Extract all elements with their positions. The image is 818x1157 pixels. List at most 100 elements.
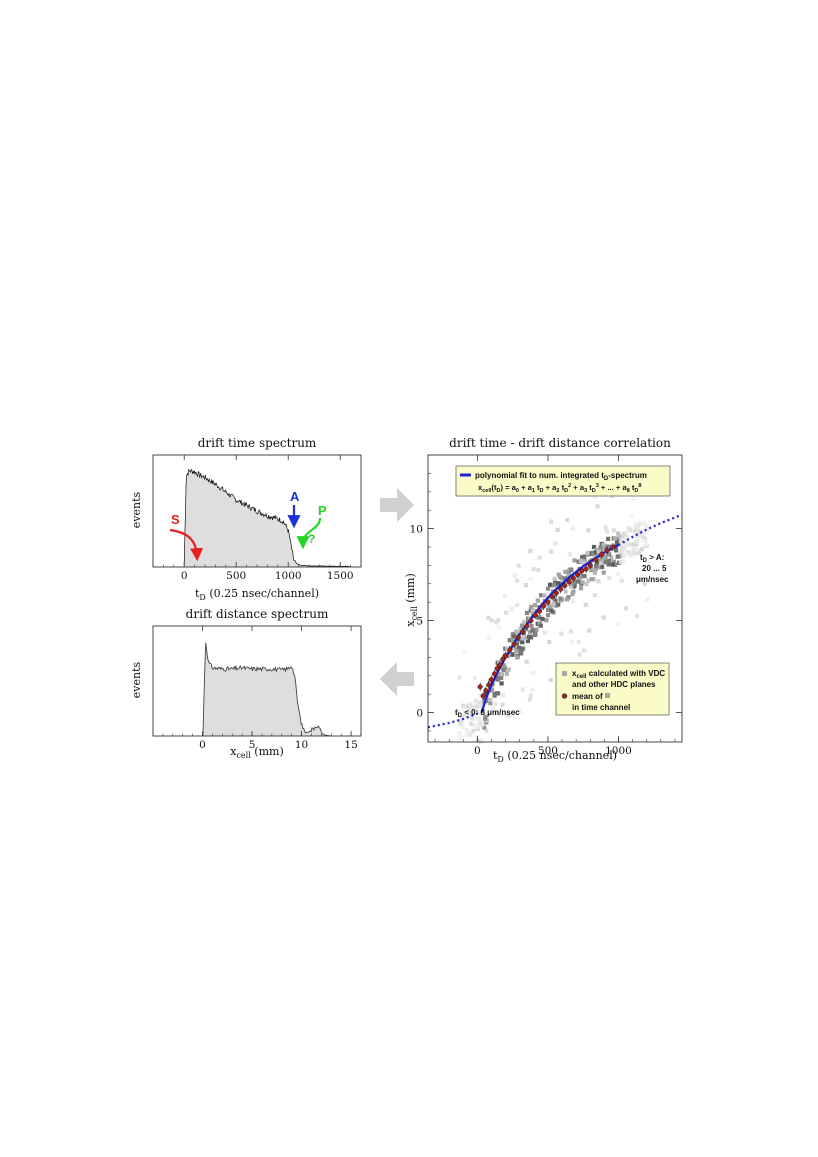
extrapolation-negative	[427, 711, 482, 729]
density-cell	[563, 589, 568, 594]
density-cell	[607, 575, 612, 580]
density-cell	[567, 552, 572, 557]
mean-point	[545, 599, 551, 605]
density-cell	[584, 581, 589, 587]
density-cell	[516, 563, 521, 568]
density-cell	[629, 513, 634, 518]
density-cell	[534, 627, 539, 632]
mean-point	[570, 575, 576, 581]
density-cell	[517, 709, 522, 714]
density-cell	[628, 528, 633, 533]
time-title: drift time spectrum	[198, 436, 317, 450]
corr-ytick-label: 5	[416, 616, 423, 628]
density-cell	[566, 573, 571, 578]
slope-right-line2: 20 ... 5	[642, 564, 667, 573]
density-cell	[542, 630, 547, 636]
density-cell	[474, 717, 479, 722]
density-cell	[630, 542, 636, 547]
density-cell	[587, 628, 592, 633]
density-cell	[473, 724, 478, 730]
mean-point	[587, 562, 593, 568]
distance-frame	[152, 625, 362, 737]
distance-xtick-label: 0	[199, 739, 206, 751]
density-cell	[460, 715, 465, 720]
density-cell	[552, 576, 557, 581]
mean-point	[558, 586, 564, 592]
density-cell	[464, 733, 469, 738]
density-cell	[623, 551, 628, 557]
density-cell	[474, 698, 479, 703]
density-cell	[619, 549, 624, 554]
density-cell	[583, 602, 588, 607]
density-cell	[546, 613, 551, 618]
mean-point	[593, 557, 599, 563]
corr-ytick-label: 10	[410, 524, 423, 536]
density-cell	[504, 646, 509, 651]
density-cell	[578, 558, 583, 563]
density-cell	[596, 579, 601, 584]
density-cell	[582, 557, 587, 562]
density-cell	[562, 576, 567, 581]
density-cell	[571, 599, 576, 604]
density-cell	[593, 566, 598, 571]
density-cell	[478, 719, 483, 724]
mean-point	[599, 551, 605, 557]
density-cell	[482, 725, 487, 730]
density-cell	[499, 659, 504, 664]
density-cell	[547, 639, 552, 645]
density-cell	[489, 618, 494, 623]
time-frame	[152, 454, 362, 568]
legend-density-label-2: and other HDC planes	[572, 680, 656, 689]
density-cell	[586, 528, 591, 533]
time-xtick-label: 1000	[275, 570, 302, 582]
density-cell	[529, 604, 534, 610]
density-cell	[495, 677, 500, 682]
density-cell	[520, 636, 525, 641]
density-cell	[617, 534, 622, 539]
density-cell	[460, 725, 465, 730]
density-cell	[621, 545, 626, 550]
mean-point	[483, 688, 489, 693]
density-cell	[456, 708, 461, 713]
density-cell	[496, 674, 501, 680]
mean-point	[610, 544, 616, 550]
density-cell	[520, 687, 525, 692]
density-cell	[572, 583, 577, 588]
arrow-S	[169, 528, 204, 562]
density-cell	[510, 636, 515, 641]
density-cell	[525, 638, 530, 644]
density-cell	[632, 551, 637, 556]
density-cell	[540, 616, 545, 622]
density-cell	[570, 526, 575, 531]
arrow-left-icon	[380, 662, 414, 696]
density-cell	[470, 711, 475, 717]
density-cell	[633, 529, 638, 534]
density-cell	[548, 604, 553, 609]
density-cell	[635, 530, 641, 535]
density-cell	[530, 608, 535, 613]
density-cell	[613, 536, 618, 541]
density-cell	[494, 620, 499, 625]
legend-bottom-box	[555, 662, 670, 716]
density-cell	[529, 624, 534, 629]
density-cell	[477, 700, 482, 706]
density-cell	[614, 548, 619, 553]
density-cell	[463, 714, 468, 719]
density-cell	[470, 728, 475, 734]
density-cell	[606, 536, 611, 541]
density-cell	[530, 628, 535, 633]
distance-ylabel: events	[130, 661, 143, 698]
density-cell	[643, 544, 648, 549]
density-cell	[486, 615, 491, 620]
density-cell	[622, 531, 627, 536]
mean-point	[532, 612, 538, 618]
density-cell	[594, 548, 599, 553]
density-cell	[616, 531, 621, 536]
density-cell	[642, 520, 647, 525]
density-cell	[555, 527, 560, 532]
mean-point	[507, 647, 513, 653]
density-cell	[536, 567, 541, 572]
